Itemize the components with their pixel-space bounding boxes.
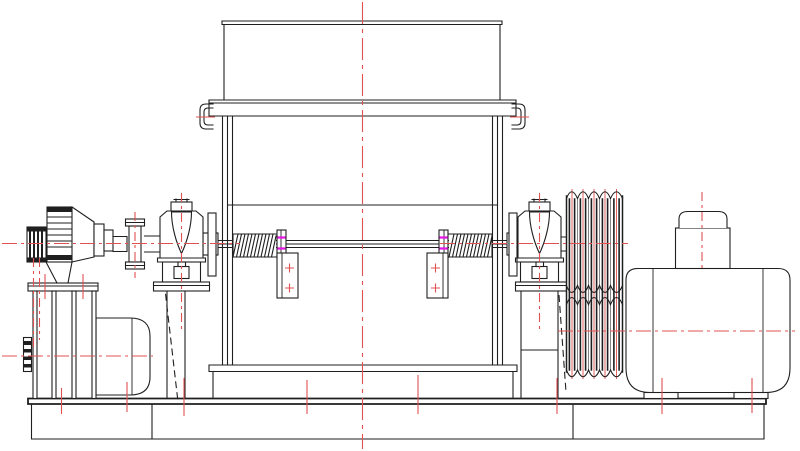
compression-spring-right (448, 233, 493, 258)
coupling-shaft-right (143, 235, 162, 253)
spring-right-coil (448, 233, 493, 258)
position-cross-marks (285, 263, 440, 293)
pulley-lower-top-scallops (565, 296, 624, 307)
grease-cap-right (535, 261, 545, 268)
hidden-edge-dashed-lines (162, 271, 567, 403)
hidden-line-right (558, 294, 567, 393)
magenta-marks-left (277, 236, 286, 250)
output-step-1 (93, 223, 105, 257)
fin-block-fins (47, 216, 72, 248)
grease-cap-left (177, 261, 187, 268)
magenta-reference-marks (277, 236, 448, 250)
motor-seams (652, 268, 764, 393)
spring-hanger-bracket-right (426, 252, 449, 299)
compression-spring-left (232, 233, 277, 258)
electric-motor (625, 210, 791, 400)
output-step-2 (103, 229, 114, 252)
support-right-lines (520, 290, 559, 399)
pulley-side-edges (565, 195, 624, 373)
hanger-left (276, 252, 299, 299)
stand-leg-2 (51, 290, 57, 400)
motor-terminal-cap (678, 210, 728, 228)
seal-disc-left (207, 212, 217, 277)
reducer-pulley-caps (27, 227, 46, 262)
machine-base-frame (27, 397, 767, 440)
stand-leg-3 (71, 290, 77, 400)
motor-foot-left (643, 391, 679, 400)
side-fitting-bars (23, 341, 32, 368)
belt-groove-centerlines (571, 189, 617, 379)
pedestal-right-base-plate (514, 281, 573, 292)
magenta-marks-right (439, 236, 448, 250)
stand-leg-4 (91, 290, 97, 400)
reducer-stand (27, 282, 151, 400)
spring-hanger-bracket-left (276, 252, 299, 299)
auxiliary-cylinder (95, 317, 151, 396)
hopper-walls (223, 23, 501, 101)
motor-terminal-box (674, 227, 731, 270)
pulley-lower-bottom-scallops (565, 368, 624, 378)
plus-marks-right (431, 263, 440, 293)
seal-disc-right (508, 212, 518, 277)
reducer-pulley-grooves (29, 231, 43, 258)
pulley-upper-top-scallops (565, 191, 624, 200)
gear-reducer (26, 206, 128, 284)
shaft-seal-disc-left (207, 212, 217, 277)
base-frame-ticks (60, 375, 753, 416)
side-fitting-body (22, 336, 33, 373)
bearing-pedestal-right (514, 198, 573, 292)
side-fitting (22, 336, 33, 373)
base-band (27, 397, 767, 405)
stand-plate-ticks (44, 274, 84, 299)
spring-left-coil (232, 233, 277, 258)
hanger-right (426, 252, 449, 299)
stand-top-plate (27, 282, 99, 292)
v-belts (568, 198, 620, 371)
v-belt-pulley-assembly (565, 185, 624, 383)
shaft-seal-disc-right (508, 212, 518, 277)
plus-marks-left (285, 263, 294, 293)
pulley-upper-bottom-scallops (565, 283, 624, 294)
motor-foot-right (733, 391, 769, 400)
base-box (30, 403, 765, 440)
fin-block (46, 206, 73, 263)
